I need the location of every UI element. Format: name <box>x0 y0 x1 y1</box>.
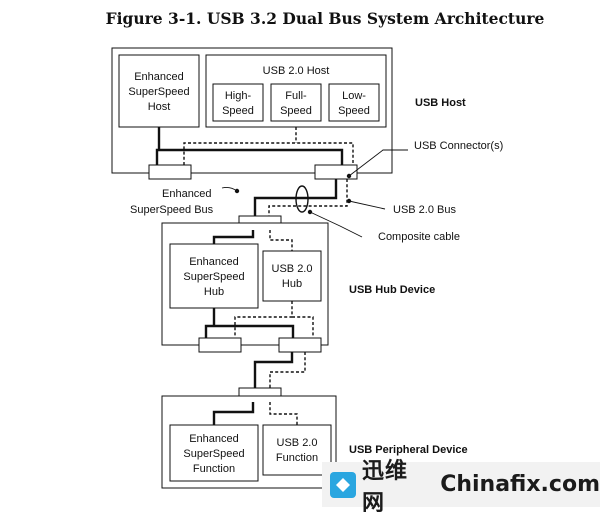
ess-bus-callout: SuperSpeed Bus <box>130 204 214 216</box>
periph-usb2-box <box>262 424 332 476</box>
hub-ess-label: SuperSpeed <box>183 271 244 283</box>
host-ess-label: Enhanced <box>134 71 184 83</box>
low-speed-label: Low- <box>342 90 366 102</box>
full-speed-label: Speed <box>280 105 312 117</box>
cable-ess-hub-periph <box>253 352 294 388</box>
host-ess-label: Host <box>148 101 171 113</box>
periph-usb2-wire <box>269 402 298 425</box>
periph-usb2-label: USB 2.0 <box>277 437 318 449</box>
hub-downstream-ess-wire <box>204 308 295 338</box>
usb2-bus-leader <box>348 200 386 210</box>
host-ess-label: SuperSpeed <box>128 86 189 98</box>
composite-callout: Composite cable <box>378 231 460 243</box>
hub-name: USB Hub Device <box>349 284 435 296</box>
cable-usb2-hub-periph <box>269 352 306 388</box>
hub-ess-label: Hub <box>204 286 224 298</box>
figure-title: Figure 3-1. USB 3.2 Dual Bus System Arch… <box>106 9 545 28</box>
hub-upstream-ess-wire <box>212 230 255 244</box>
high-speed-box <box>212 83 264 122</box>
host-ess-wire <box>155 148 344 165</box>
composite-cable-ring <box>295 185 309 213</box>
hub-ess-label: Enhanced <box>189 256 239 268</box>
periph-usb2-label: Function <box>276 452 318 464</box>
hub-downstream-connector-1 <box>198 337 242 353</box>
full-speed-label: Full- <box>285 90 307 102</box>
connector-leader <box>348 149 408 177</box>
high-speed-label: High- <box>225 90 252 102</box>
low-speed-label: Speed <box>338 105 370 117</box>
watermark-en: Chinafix.com <box>440 472 600 497</box>
hub-upstream-usb2-wire <box>269 230 293 251</box>
composite-leader <box>309 211 363 238</box>
ess-bus-leader <box>221 186 238 192</box>
periph-ess-label: SuperSpeed <box>183 448 244 460</box>
connector-callout: USB Connector(s) <box>414 140 503 152</box>
low-speed-box <box>328 83 380 122</box>
watermark: 迅维网 Chinafix.com <box>322 459 600 516</box>
usb2-host-label: USB 2.0 Host <box>263 65 330 77</box>
periph-name: USB Peripheral Device <box>349 444 468 456</box>
hub-usb2-box <box>262 250 322 302</box>
periph-ess-label: Function <box>193 463 235 475</box>
periph-ess-box <box>169 424 259 482</box>
hub-usb2-label: USB 2.0 <box>272 263 313 275</box>
ess-bus-callout: Enhanced <box>162 188 212 200</box>
host-usb2-wire <box>183 142 354 165</box>
host-connector-left <box>148 164 192 180</box>
cable-usb2-host-hub <box>268 179 348 216</box>
chinafix-logo-icon <box>328 470 358 500</box>
periph-ess-label: Enhanced <box>189 433 239 445</box>
host-ess-box <box>118 54 200 128</box>
hub-usb2-label: Hub <box>282 278 302 290</box>
hub-downstream-usb2-wire <box>234 301 314 338</box>
high-speed-label: Speed <box>222 105 254 117</box>
full-speed-box <box>270 83 322 122</box>
periph-ess-wire <box>212 402 255 425</box>
hub-ess-box <box>169 243 259 309</box>
host-name: USB Host <box>415 97 466 109</box>
usb2-bus-callout: USB 2.0 Bus <box>393 204 456 216</box>
hub-downstream-connector-2 <box>278 337 322 353</box>
